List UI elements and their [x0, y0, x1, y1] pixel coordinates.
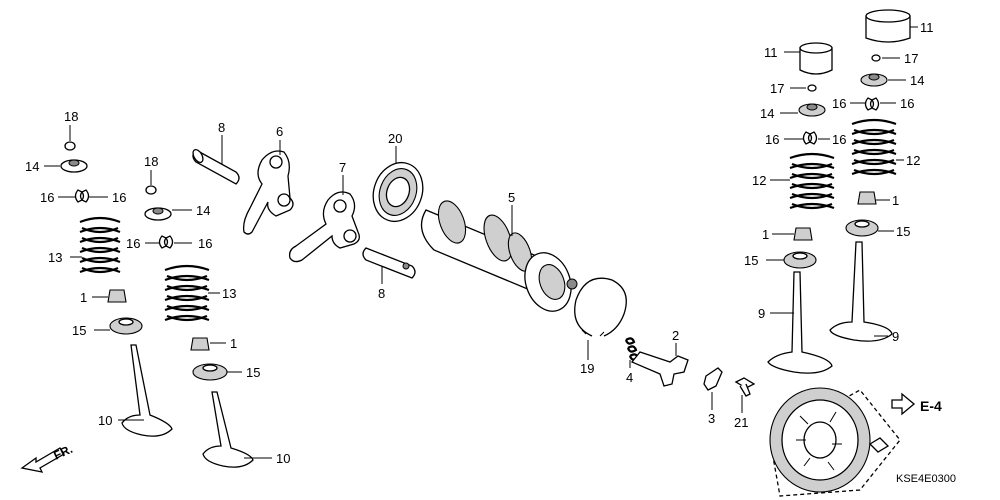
- callout: 1: [892, 193, 899, 208]
- callout-labels: 18 14 16 16 13 1 15 10 18 14 16 16 13 1 …: [25, 20, 934, 466]
- callout: 16: [198, 236, 212, 251]
- part-13-b-spring: [164, 264, 210, 322]
- part-10-a-valve: [121, 344, 173, 437]
- callout: 8: [378, 286, 385, 301]
- part-10-b-valve: [202, 391, 254, 468]
- part-12-b-spring: [851, 118, 897, 176]
- callout: 18: [144, 154, 158, 169]
- part-3-cam: [703, 367, 723, 391]
- part-1-c: [793, 227, 813, 241]
- part-1-a: [107, 289, 127, 303]
- part-9-b-valve: [829, 241, 893, 342]
- callout: 3: [708, 411, 715, 426]
- callout: 16: [765, 132, 779, 147]
- part-2-weight: [630, 351, 689, 387]
- decompressor-parts: [624, 337, 756, 413]
- callout: 10: [276, 451, 290, 466]
- front-marker-label: FR.: [51, 442, 74, 463]
- part-12-a-spring: [789, 152, 835, 210]
- part-16-e: [802, 131, 811, 145]
- callout: 14: [910, 73, 924, 88]
- part-21-bolt: [734, 377, 756, 397]
- part-1-b: [190, 337, 210, 351]
- callout: 12: [752, 173, 766, 188]
- callout: 11: [764, 45, 778, 60]
- callout: 16: [126, 236, 140, 251]
- callout: 12: [906, 153, 920, 168]
- part-15-a: [109, 317, 143, 335]
- part-18-b: [145, 185, 157, 195]
- part-17-a: [807, 84, 817, 92]
- part-13-a-spring: [79, 216, 121, 274]
- valve-assembly-left-b: [144, 170, 272, 468]
- callout: 6: [276, 124, 283, 139]
- part-16-b: [158, 235, 167, 249]
- callout: 18: [64, 109, 78, 124]
- rocker-shaft-upper: [192, 135, 240, 185]
- callout: 17: [770, 81, 784, 96]
- callout: 16: [900, 96, 914, 111]
- callout: 9: [892, 329, 899, 344]
- valve-assembly-left-a: [44, 125, 173, 437]
- callout: 7: [339, 160, 346, 175]
- callout: 11: [920, 20, 934, 35]
- rocker-arm-6: [242, 140, 294, 235]
- part-15-d: [845, 219, 879, 237]
- callout: 15: [72, 323, 86, 338]
- diagram-code: KSE4E0300: [896, 473, 956, 485]
- callout: 1: [762, 227, 769, 242]
- callout: 4: [626, 370, 633, 385]
- reference-label: E-4: [920, 398, 942, 414]
- part-1-d: [857, 191, 877, 205]
- rocker-arm-7: [288, 175, 360, 263]
- valve-assembly-right-d: [829, 9, 918, 342]
- part-17-b: [871, 54, 881, 62]
- reference-arrow: [891, 392, 916, 416]
- camshaft-5: [420, 200, 578, 312]
- bearing-20: [372, 146, 424, 223]
- callout: 14: [25, 159, 39, 174]
- callout: 13: [222, 286, 236, 301]
- callout: 20: [388, 131, 402, 146]
- callout: 15: [896, 224, 910, 239]
- callout: 15: [744, 253, 758, 268]
- callout: 1: [80, 290, 87, 305]
- part-9-a-valve: [767, 271, 833, 374]
- callout: 14: [196, 203, 210, 218]
- part-8-b: [362, 247, 416, 279]
- callout: 16: [832, 132, 846, 147]
- callout: 8: [218, 120, 225, 135]
- callout: 5: [508, 190, 515, 205]
- callout: 17: [904, 51, 918, 66]
- callout: 9: [758, 306, 765, 321]
- callout: 16: [832, 96, 846, 111]
- callout: 10: [98, 413, 112, 428]
- callout: 14: [760, 106, 774, 121]
- circlip-19: [574, 277, 627, 360]
- callout: 16: [112, 190, 126, 205]
- callout: 13: [48, 250, 62, 265]
- valve-assembly-right-c: [766, 42, 835, 374]
- callout: 21: [734, 415, 748, 430]
- cam-sprocket: [769, 387, 901, 497]
- callout: 16: [40, 190, 54, 205]
- callout: 19: [580, 361, 594, 376]
- callout: 1: [230, 336, 237, 351]
- callout: 15: [246, 365, 260, 380]
- part-16-a: [74, 189, 83, 203]
- front-marker: [20, 447, 65, 473]
- part-18-a: [64, 141, 76, 151]
- part-16-g: [864, 97, 873, 111]
- rocker-shaft-lower: [362, 247, 416, 284]
- callout: 2: [672, 328, 679, 343]
- sprocket-bolt: [868, 437, 890, 453]
